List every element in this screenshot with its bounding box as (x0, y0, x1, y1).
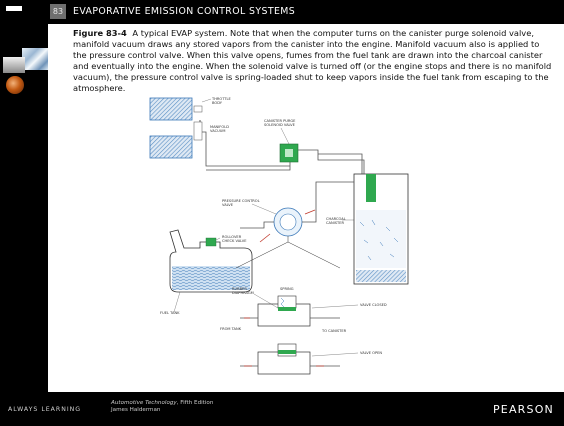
label-throttle-body: THROTTLE BODY (211, 97, 232, 105)
rail-photo-part (6, 76, 24, 94)
chapter-number-badge: 83 (50, 4, 66, 19)
label-from-tank: FROM TANK (220, 327, 242, 331)
charcoal-canister (353, 173, 409, 285)
footer-book-info: Automotive Technology, Fifth Edition Jam… (111, 400, 213, 415)
book-edition: , Fifth Edition (176, 400, 214, 406)
label-valve-open: VALVE OPEN (360, 351, 382, 355)
slide-header: 83 EVAPORATIVE EMISSION CONTROL SYSTEMS (0, 0, 564, 24)
book-author: James Halderman (111, 407, 161, 414)
figure-caption: Figure 83-4 A typical EVAP system. Note … (73, 28, 553, 95)
figure-label: Figure 83-4 (73, 28, 127, 38)
throttle-body (149, 97, 203, 159)
book-title: Automotive Technology (111, 400, 177, 406)
detail-valve-closed (240, 295, 340, 327)
detail-valve-open (240, 343, 340, 375)
label-spring: SPRING (280, 287, 294, 291)
label-charcoal-canister: CHARCOAL CANISTER (326, 217, 347, 225)
fuel-tank (169, 229, 253, 293)
pressure-control-valve (240, 181, 354, 243)
chapter-title: EVAPORATIVE EMISSION CONTROL SYSTEMS (73, 6, 296, 17)
label-pressure-control-valve: PRESSURE CONTROL VALVE (222, 199, 261, 207)
label-rollover-check-valve: ROLLOVER CHECK VALVE (222, 235, 247, 243)
slide-footer: ALWAYS LEARNING Automotive Technology, F… (0, 392, 564, 426)
detail-bracket (235, 236, 341, 269)
footer-tagline: ALWAYS LEARNING (8, 406, 82, 413)
left-rail (0, 24, 48, 392)
label-rubber-diaphragm: RUBBER DIAPHRAGM (232, 287, 254, 295)
header-accent-bar (6, 6, 22, 11)
label-manifold-vacuum: MANIFOLD VACUUM (210, 125, 230, 133)
purge-solenoid-valve (279, 143, 299, 163)
rail-photo-sky (22, 48, 48, 70)
pearson-logo: PEARSON (492, 403, 554, 416)
rail-photo-engine (3, 57, 25, 73)
vacuum-hose (202, 131, 365, 174)
label-purge-valve: CANISTER PURGE SOLENOID VALVE (264, 119, 297, 127)
label-to-canister: TO CANISTER (321, 329, 347, 333)
label-valve-closed: VALVE CLOSED (360, 303, 387, 307)
evap-system-diagram: THROTTLE BODY MANIFOLD VACUUM CANISTER P… (149, 97, 409, 375)
figure-caption-text: A typical EVAP system. Note that when th… (73, 28, 552, 94)
label-fuel-tank: FUEL TANK (160, 311, 180, 315)
slide-content (48, 24, 564, 392)
